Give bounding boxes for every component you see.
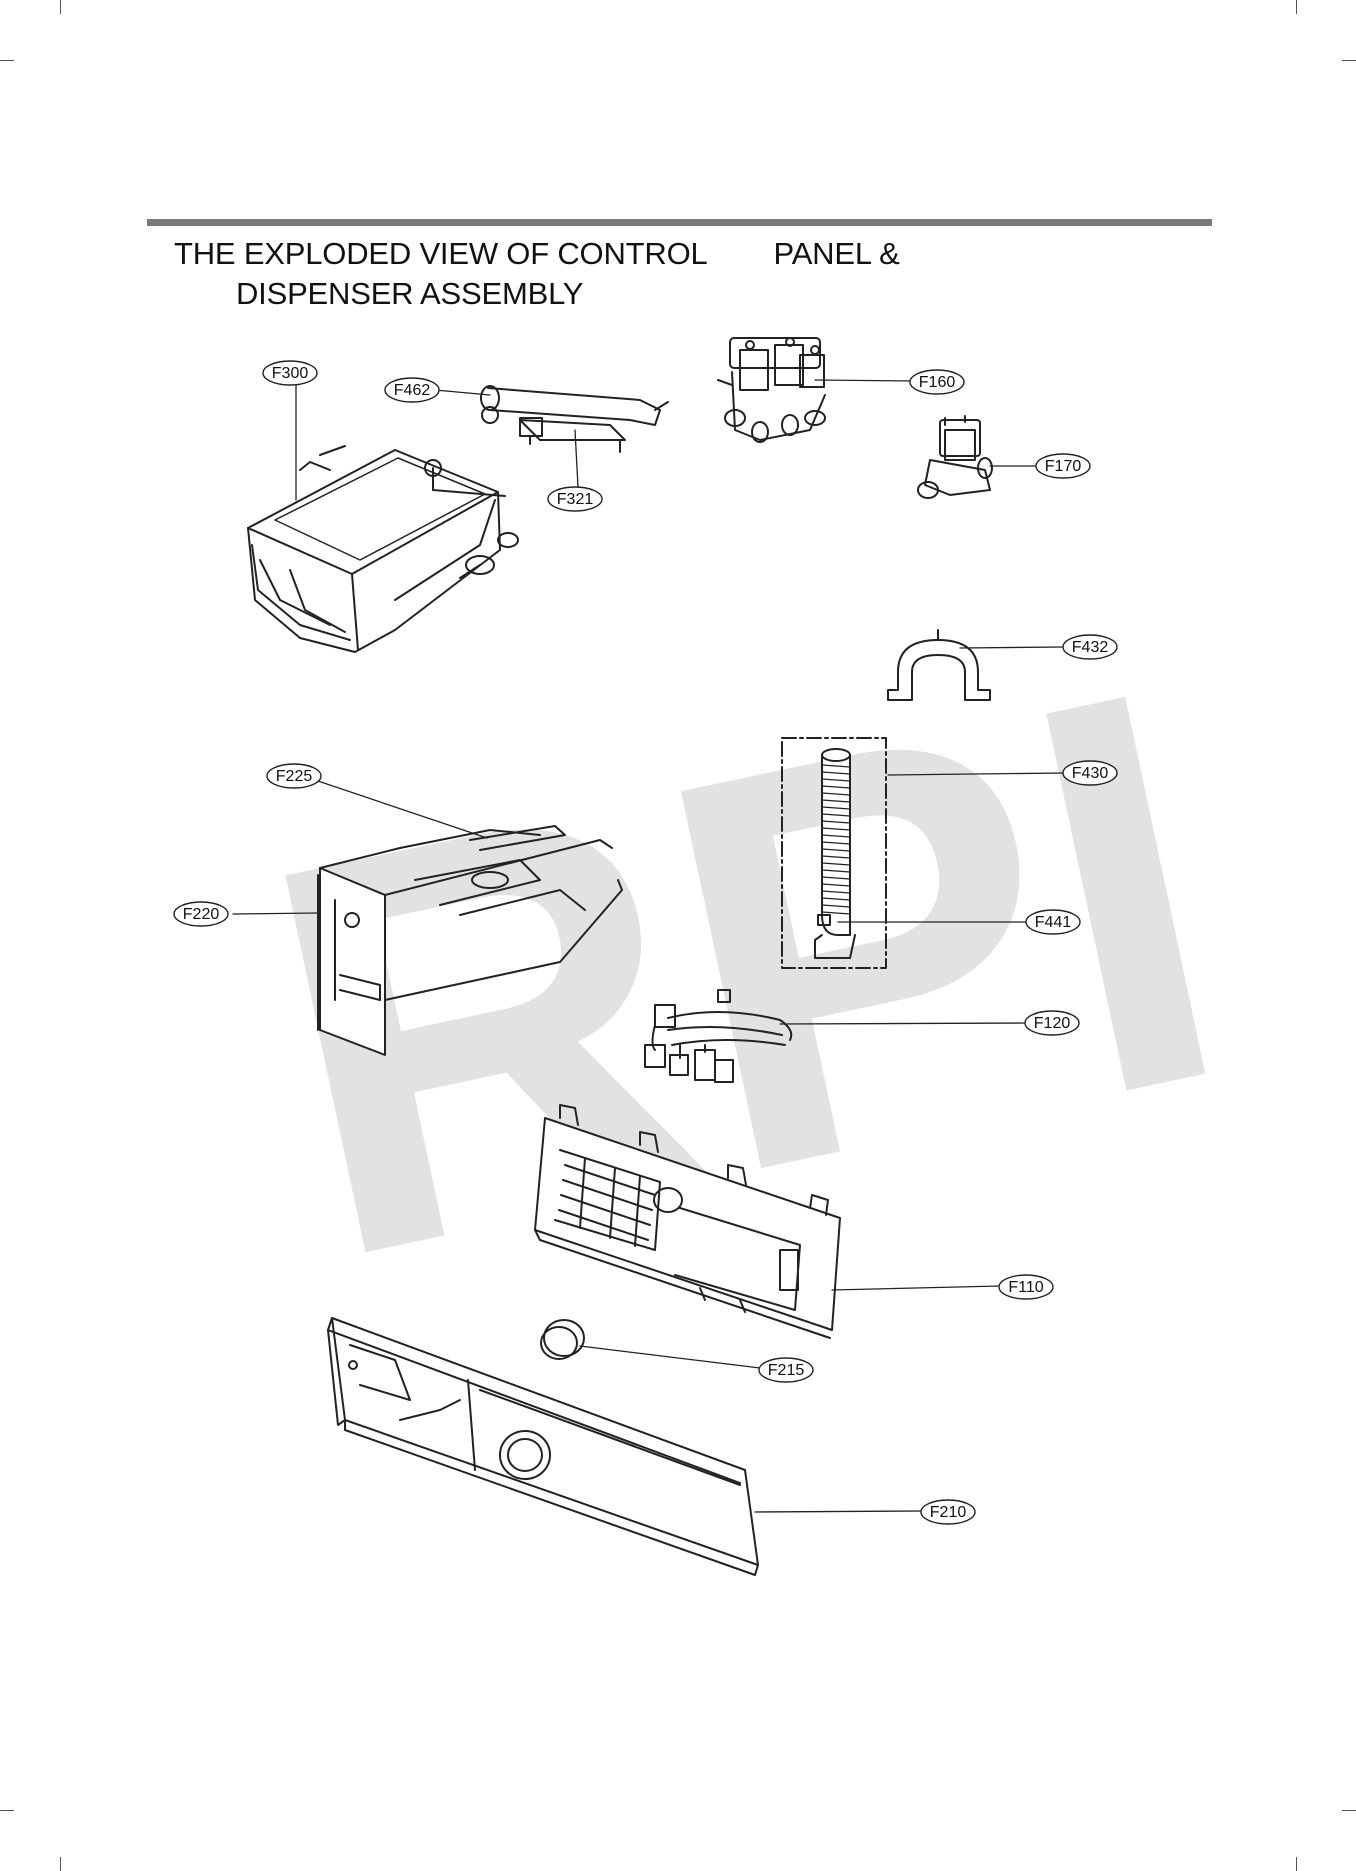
part-label-text: F120: [1034, 1015, 1071, 1032]
part-label-oval: [1062, 760, 1118, 786]
part-label-oval: [909, 369, 965, 395]
crop-mark-tr: [1342, 60, 1356, 61]
part-label-oval: [998, 1274, 1054, 1300]
part-label-f110: F110: [998, 1274, 1054, 1300]
dispenser-housing-drawing: [247, 445, 519, 653]
multi-inlet-valve-drawing: [717, 337, 826, 443]
part-label-text: F432: [1072, 639, 1109, 656]
part-label-text: F321: [557, 491, 594, 508]
part-label-text: F300: [272, 365, 309, 382]
title-line1-right: PANEL &: [773, 236, 900, 271]
hose-clip-drawing: [887, 629, 991, 701]
crop-mark-bl-v: [60, 1857, 61, 1871]
knob-drawing: [540, 1319, 585, 1360]
crop-mark-tl: [0, 60, 14, 61]
page-title: THE EXPLODED VIEW OF CONTROL PANEL & DISP…: [174, 234, 900, 314]
part-label-oval: [1062, 634, 1118, 660]
inlet-hose-upper-drawing: [480, 385, 669, 453]
control-panel-drawing: [327, 1317, 759, 1576]
title-line1-left: THE EXPLODED VIEW OF CONTROL: [174, 236, 708, 271]
bellows-hose-drawing: [781, 737, 887, 969]
part-label-text: F430: [1072, 765, 1109, 782]
part-label-f120: F120: [1024, 1010, 1080, 1036]
crop-mark-br-v: [1296, 1857, 1297, 1871]
part-label-oval: [266, 763, 322, 789]
single-inlet-valve-drawing: [917, 415, 993, 499]
pcb-assembly-drawing: [534, 1104, 841, 1339]
part-label-f160: F160: [909, 369, 965, 395]
part-label-oval: [173, 901, 229, 927]
leader-lines: [232, 379, 1065, 1513]
part-label-text: F110: [1008, 1279, 1043, 1296]
part-label-text: F160: [919, 374, 956, 391]
part-label-f170: F170: [1035, 453, 1091, 479]
crop-mark-br: [1342, 1810, 1356, 1811]
crop-mark-tr-v: [1296, 0, 1297, 14]
part-label-oval: [758, 1357, 814, 1383]
part-label-oval: [920, 1499, 976, 1525]
part-label-f215: F215: [758, 1357, 814, 1383]
title-rule: [147, 219, 1212, 226]
part-label-text: F225: [276, 768, 313, 785]
part-label-f300: F300: [262, 360, 318, 386]
dispenser-drawer-drawing: [317, 825, 623, 1056]
part-label-oval: [262, 360, 318, 386]
part-label-f321: F321: [547, 486, 603, 512]
part-label-oval: [1035, 453, 1091, 479]
part-label-f462: F462: [384, 377, 440, 403]
part-label-f441: F441: [1025, 909, 1081, 935]
part-label-f225: F225: [266, 763, 322, 789]
part-label-text: F210: [930, 1504, 967, 1521]
title-line2: DISPENSER ASSEMBLY: [236, 276, 584, 311]
part-label-oval: [1024, 1010, 1080, 1036]
part-label-f430: F430: [1062, 760, 1118, 786]
part-label-text: F441: [1035, 914, 1072, 931]
crop-mark-tl-v: [60, 0, 61, 14]
part-label-oval: [384, 377, 440, 403]
part-label-text: F220: [183, 906, 220, 923]
crop-mark-bl: [0, 1810, 14, 1811]
part-label-f432: F432: [1062, 634, 1118, 660]
part-label-f220: F220: [173, 901, 229, 927]
part-label-oval: [547, 486, 603, 512]
part-label-text: F170: [1045, 458, 1082, 475]
wire-harness-drawing: [644, 989, 793, 1083]
part-label-text: F462: [394, 382, 431, 399]
part-label-f210: F210: [920, 1499, 976, 1525]
part-label-text: F215: [768, 1362, 805, 1379]
part-label-oval: [1025, 909, 1081, 935]
